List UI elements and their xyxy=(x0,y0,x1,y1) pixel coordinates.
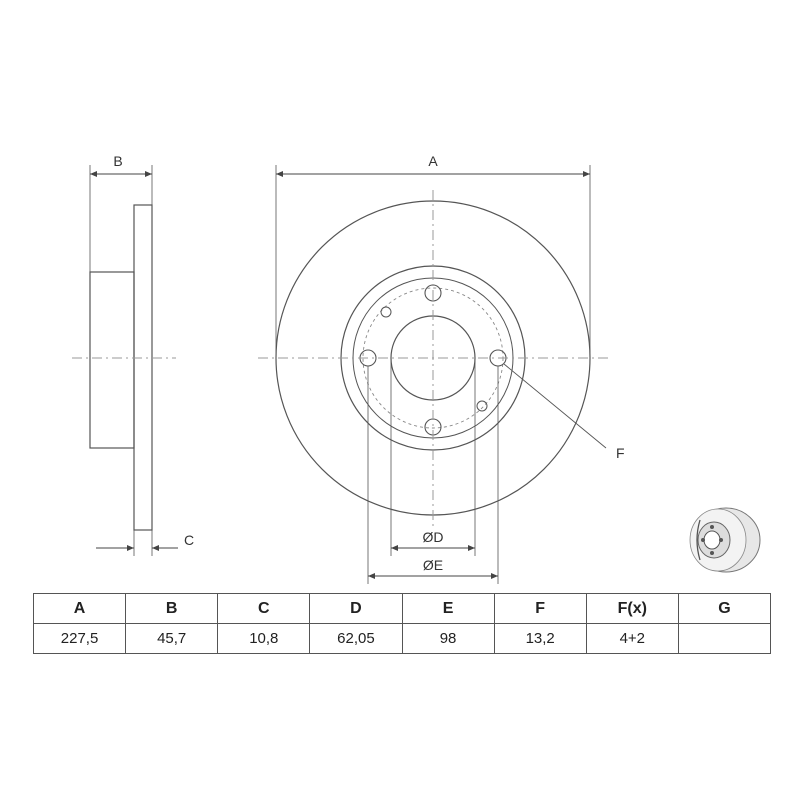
dimension-d: ØD xyxy=(390,358,476,556)
dimension-b-label: B xyxy=(113,153,122,169)
value-cell-a: 227,5 xyxy=(32,623,127,654)
header-cell-f: F xyxy=(493,593,587,624)
dimension-c: C xyxy=(96,532,194,551)
value-cell-g xyxy=(677,623,772,654)
dimension-a: A xyxy=(275,153,591,358)
specification-value-row: 227,5 45,7 10,8 62,05 98 13,2 4+2 xyxy=(32,623,772,654)
header-cell-c: C xyxy=(217,593,311,624)
brake-disc-thumbnail xyxy=(689,507,761,573)
dimension-e: ØE xyxy=(367,366,499,584)
side-view-friction-ring xyxy=(133,204,153,531)
header-cell-e: E xyxy=(401,593,495,624)
header-cell-a: A xyxy=(32,593,127,624)
dimension-d-label: ØD xyxy=(423,529,444,545)
side-view xyxy=(89,165,153,556)
auxiliary-hole xyxy=(380,306,392,318)
header-cell-d: D xyxy=(309,593,403,624)
dimension-f: F xyxy=(503,363,625,461)
auxiliary-hole xyxy=(476,400,488,412)
value-cell-b: 45,7 xyxy=(125,623,219,654)
value-cell-e: 98 xyxy=(401,623,495,654)
header-cell-g: G xyxy=(677,593,772,624)
dimension-f-label: F xyxy=(616,445,625,461)
value-cell-f: 13,2 xyxy=(493,623,587,654)
side-view-hat xyxy=(89,271,135,449)
header-cell-fx: F(x) xyxy=(585,593,679,624)
value-cell-d: 62,05 xyxy=(309,623,403,654)
front-view-centerlines xyxy=(258,190,610,530)
header-cell-b: B xyxy=(125,593,219,624)
dimension-a-label: A xyxy=(428,153,438,169)
dimension-e-label: ØE xyxy=(423,557,443,573)
specification-header-row: A B C D E F F(x) G xyxy=(32,593,772,624)
dimension-b: B xyxy=(90,153,152,177)
specification-table: A B C D E F F(x) G 227,5 45,7 10,8 62,05… xyxy=(32,593,772,654)
dimension-c-label: C xyxy=(184,532,194,548)
value-cell-fx: 4+2 xyxy=(585,623,679,654)
value-cell-c: 10,8 xyxy=(217,623,311,654)
